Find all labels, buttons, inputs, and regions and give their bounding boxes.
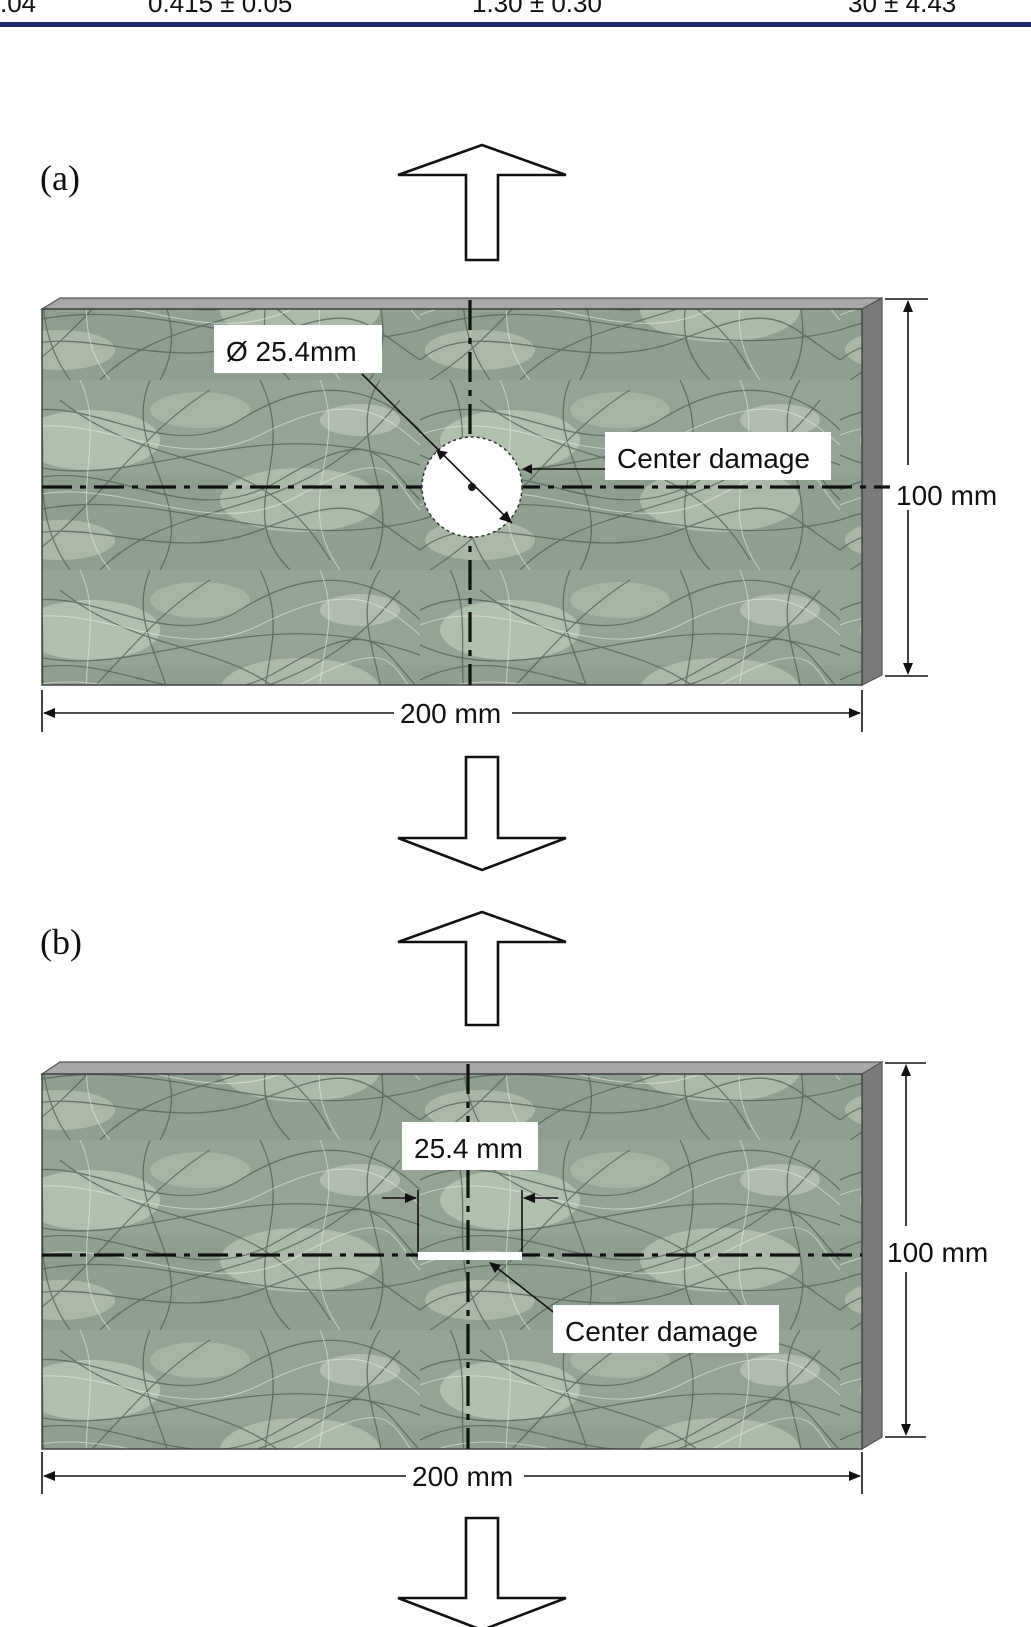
specimen-a-diameter-line [361, 373, 513, 524]
height-b-arrowhead-bottom [901, 1424, 911, 1436]
width-a-label: 200 mm [400, 698, 501, 729]
width-b-arrowhead-left [43, 1471, 55, 1481]
panel-a-label: (a) [40, 158, 80, 198]
panel-a: (a) Ø 25.4mm Center damage 100 mm [39, 143, 997, 872]
center-damage-b-arrowhead [489, 1262, 501, 1273]
table-cell-1: .04 [0, 0, 36, 18]
width-b-arrowhead-right [849, 1471, 861, 1481]
center-damage-a-box [605, 432, 831, 480]
width-b-label: 200 mm [412, 1461, 513, 1492]
specimen-b-top-face [40, 1061, 885, 1075]
load-arrow-down-icon [397, 1516, 567, 1627]
table-cell-4: 30 ± 4.43 [848, 0, 956, 18]
specimen-a-diameter-arrowhead-top [436, 450, 448, 460]
slit-arrowhead-left [405, 1193, 417, 1203]
panel-b: (b) 25.4 mm Center damage 100 m [40, 910, 988, 1627]
table-bottom-rule [0, 22, 1031, 27]
height-a-label: 100 mm [896, 480, 997, 511]
specimen-b-side-face [861, 1060, 883, 1451]
table-cell-2: 0.415 ± 0.05 [148, 0, 292, 18]
table-cell-3: 1.30 ± 0.30 [472, 0, 602, 18]
load-arrow-down-icon [397, 755, 567, 872]
center-damage-b-box [553, 1305, 779, 1353]
slit-arrowhead-right [523, 1193, 535, 1203]
width-a-arrowhead-right [849, 708, 861, 718]
center-damage-a-label: Center damage [617, 443, 810, 474]
specimen-a-diameter-arrowhead-bottom [499, 511, 512, 523]
table-strip: .04 0.415 ± 0.05 1.30 ± 0.30 30 ± 4.43 [0, 0, 1031, 27]
load-arrow-up-icon [397, 910, 567, 1027]
specimen-b-slit [418, 1252, 522, 1260]
diameter-label-box [214, 325, 382, 373]
specimen-a-top-face [39, 297, 883, 310]
center-damage-b-label: Center damage [565, 1316, 758, 1347]
diameter-label: Ø 25.4mm [226, 336, 357, 367]
load-arrow-up-icon [397, 143, 567, 262]
slit-label-box [402, 1122, 538, 1170]
specimen-a-side-face [861, 296, 883, 686]
height-a-arrowhead-bottom [903, 663, 913, 675]
center-damage-a-arrowhead [522, 464, 532, 474]
width-a-arrowhead-left [43, 708, 55, 718]
slit-label: 25.4 mm [414, 1133, 523, 1164]
panel-b-label: (b) [40, 922, 82, 962]
height-b-label: 100 mm [887, 1237, 988, 1268]
height-a-arrowhead-top [903, 300, 913, 312]
height-b-arrowhead-top [901, 1064, 911, 1076]
